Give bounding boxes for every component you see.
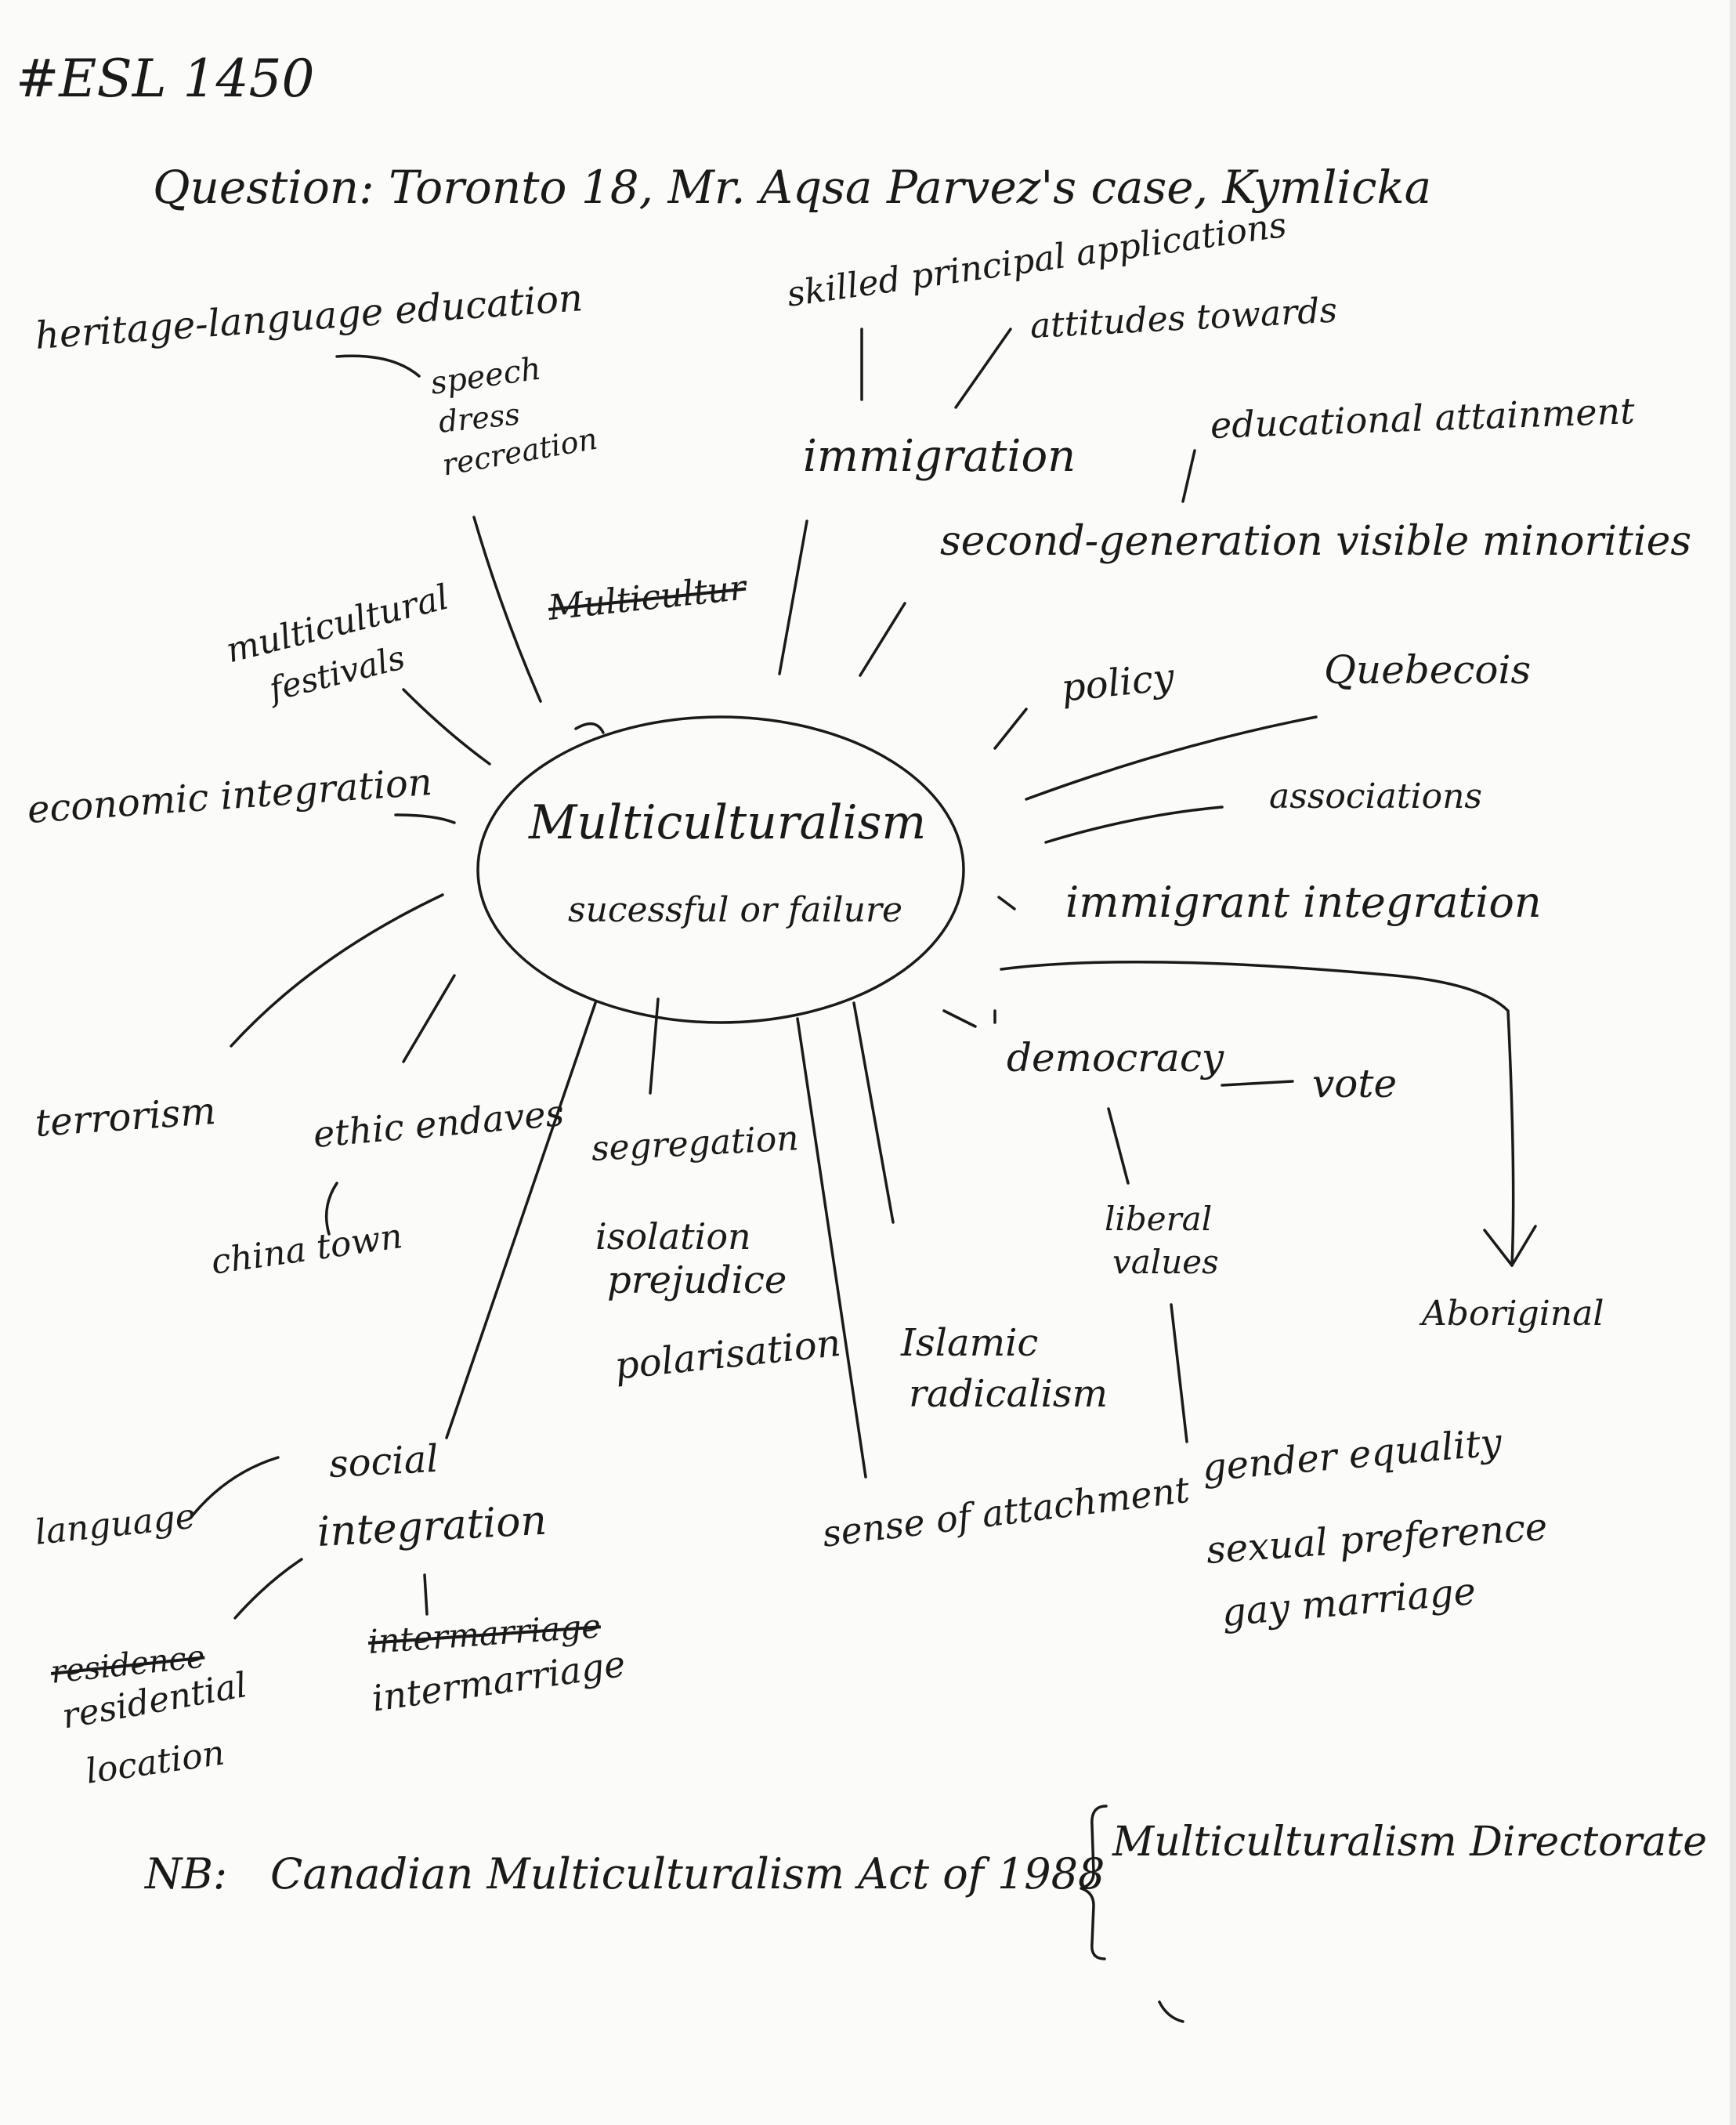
intermarriage-connector <box>423 1573 429 1616</box>
festivals-connector <box>402 688 491 766</box>
footer-brace <box>1080 1805 1108 1960</box>
node-vote: vote <box>1312 1061 1398 1106</box>
paper-edge <box>1730 0 1736 2125</box>
node-dress: dress <box>436 396 522 440</box>
aboriginal-arrow <box>1000 960 1515 1267</box>
language-connector <box>190 1456 280 1518</box>
chinatown-connector <box>324 1182 338 1236</box>
node-immigrant-integration: immigrant integration <box>1065 878 1542 927</box>
center-ellipse <box>476 715 965 1024</box>
node-second-generation: second-generation visible minorities <box>940 518 1692 565</box>
footer-directorate: Multiculturalism Directorate <box>1112 1819 1707 1866</box>
associations-connector <box>1044 805 1224 844</box>
node-aboriginal: Aboriginal <box>1422 1294 1604 1334</box>
node-prejudice: prejudice <box>607 1258 787 1302</box>
education-connector <box>1181 449 1196 503</box>
node-liberal: liberal <box>1105 1200 1213 1238</box>
node-integration: integration <box>316 1497 548 1556</box>
node-democracy: democracy <box>1007 1035 1224 1081</box>
social-connector <box>445 1001 597 1439</box>
second-gen-connector <box>859 602 906 677</box>
heritage-connector <box>335 354 421 378</box>
attachment-connector <box>796 1017 867 1479</box>
ellipse-hook <box>574 722 605 734</box>
aboriginal-arrowhead <box>1483 1225 1537 1267</box>
vote-connector <box>1221 1080 1294 1087</box>
center-subtitle: sucessful or failure <box>568 890 903 930</box>
segregation-connector <box>649 997 660 1095</box>
economic-connector <box>394 813 456 824</box>
node-radicalism: radicalism <box>909 1372 1108 1416</box>
quebecois-connector <box>1025 715 1318 801</box>
footer-tick <box>1158 2000 1184 2023</box>
center-title: Multiculturalism <box>529 795 927 850</box>
node-isolation: isolation <box>595 1215 751 1258</box>
speech-connector <box>472 516 542 703</box>
node-social: social <box>327 1436 440 1486</box>
node-islamic: Islamic <box>901 1321 1039 1365</box>
residential-connector <box>233 1558 303 1620</box>
question-line: Question: Toronto 18, Mr. Aqsa Parvez's … <box>153 161 1432 214</box>
node-associations: associations <box>1269 777 1482 816</box>
policy-connector <box>993 708 1028 750</box>
node-quebecois: Quebecois <box>1324 647 1532 693</box>
node-values: values <box>1112 1243 1219 1281</box>
liberal-connector <box>1107 1107 1130 1185</box>
democracy-connector <box>942 1009 977 1028</box>
immigrant-connector <box>997 896 1016 910</box>
enclaves-connector <box>402 974 456 1063</box>
islamic-connector <box>852 1001 895 1224</box>
terrorism-connector <box>230 893 444 1048</box>
footer-nb-label: NB: <box>145 1849 228 1899</box>
footer-act: Canadian Multiculturalism Act of 1988 <box>270 1849 1105 1899</box>
attitudes-connector <box>954 328 1012 409</box>
node-immigration: immigration <box>803 431 1076 482</box>
node-policy: policy <box>1059 655 1177 711</box>
course-code: #ESL 1450 <box>16 49 315 109</box>
values-connector <box>1170 1303 1188 1443</box>
immigration-connector <box>778 519 808 675</box>
